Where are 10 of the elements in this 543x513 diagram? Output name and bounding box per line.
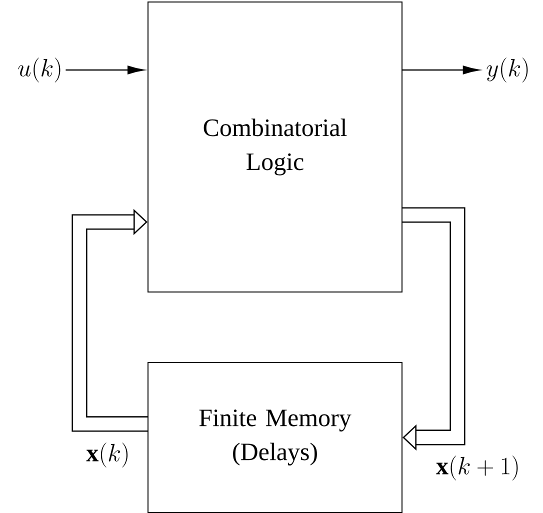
signal-label: $u(k)$ <box>18 58 60 82</box>
bus-arrow <box>402 207 466 451</box>
process-box: Finite Memory (Delays) <box>148 362 402 513</box>
process-box: Combinatorial Logic <box>148 2 402 292</box>
signal-label: $y(k)$ <box>486 58 528 82</box>
bus-arrow <box>72 208 148 432</box>
arrow <box>66 66 144 74</box>
arrow <box>402 66 480 74</box>
edge-label: $\mathbf{x}(k+1)$ <box>435 454 521 482</box>
edge-label: $\mathbf{x}(k)$ <box>85 442 131 468</box>
